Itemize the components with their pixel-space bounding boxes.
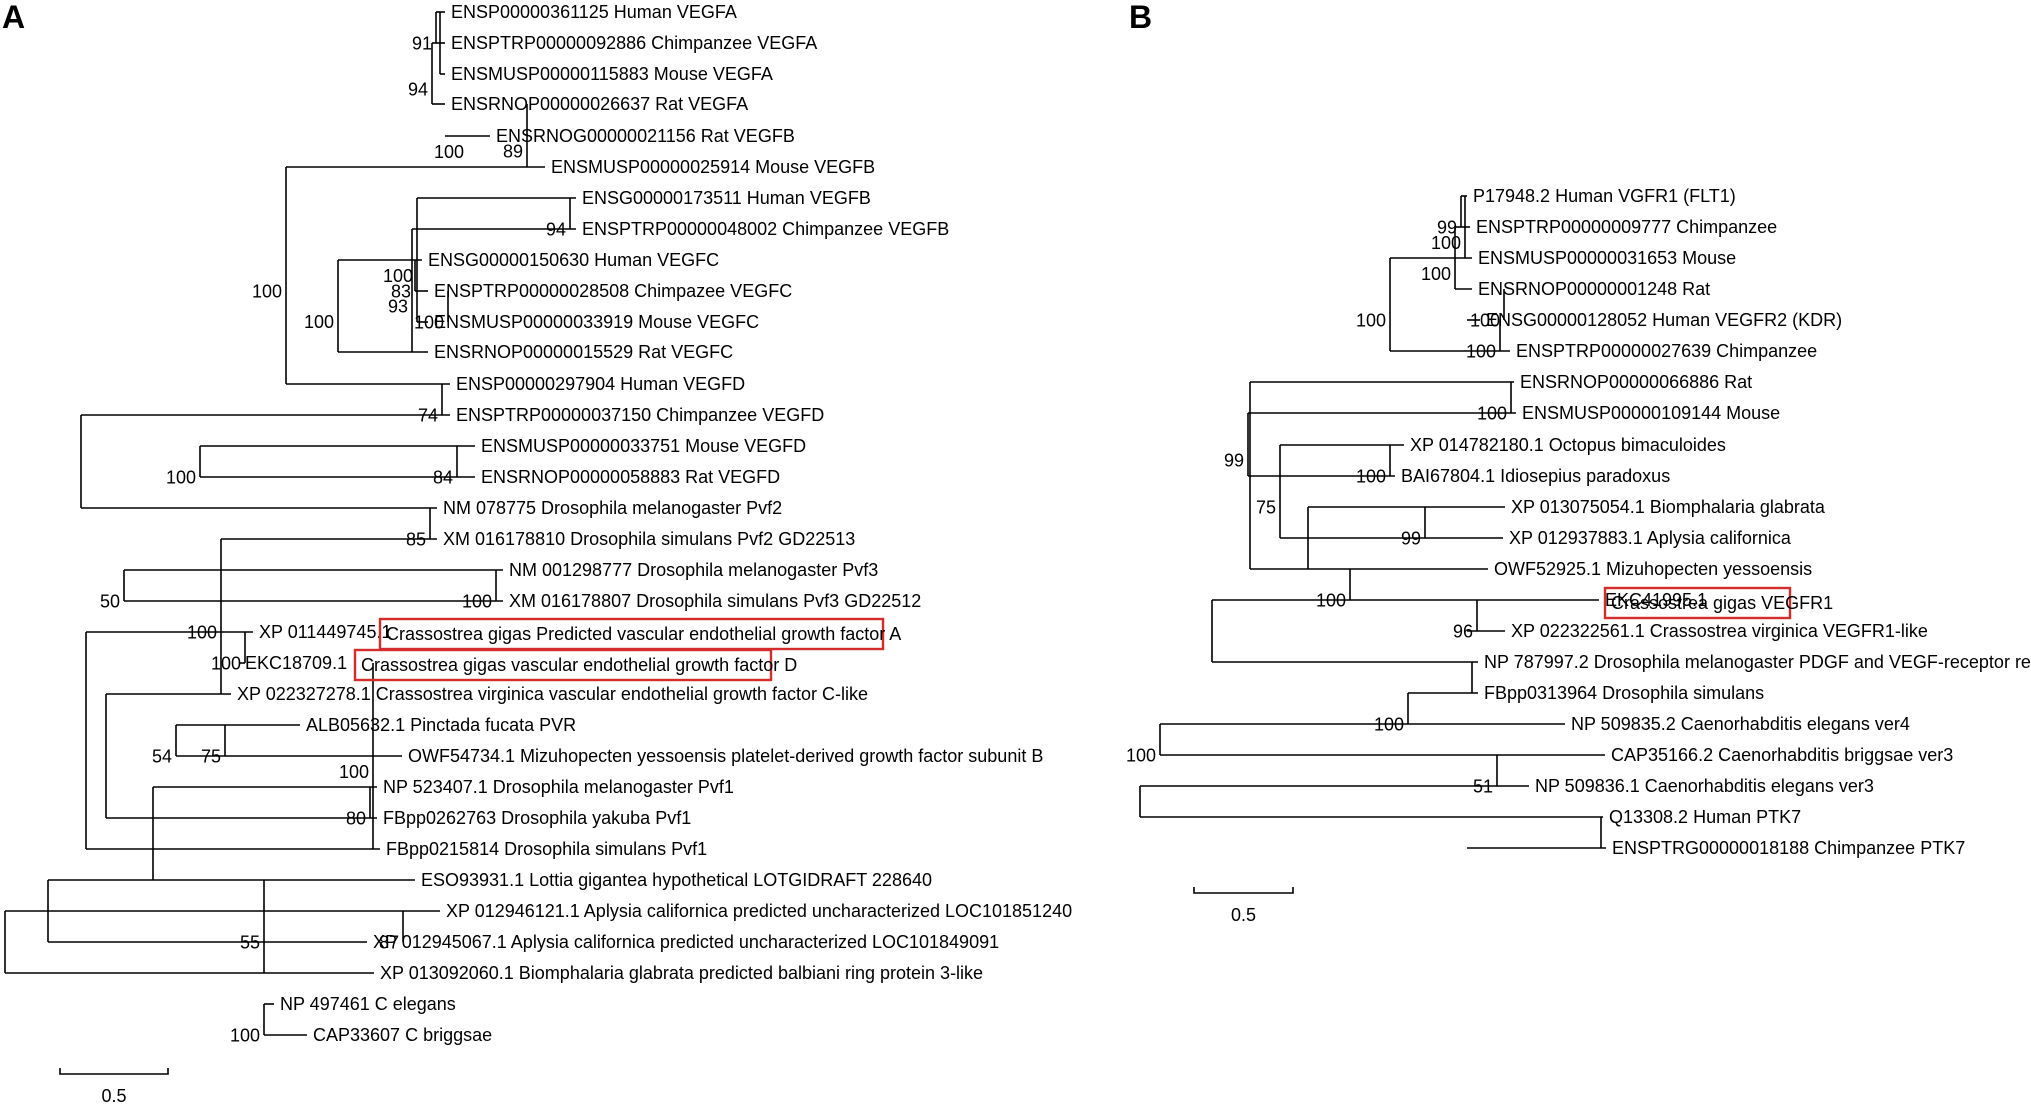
leaf-label: ENSPTRP00000037150 Chimpanzee VEGFD	[456, 405, 824, 425]
bootstrap-value: 50	[100, 592, 120, 612]
leaf-label: ENSG00000150630 Human VEGFC	[428, 250, 719, 270]
panel-label-a: A	[2, 0, 25, 35]
leaf-label: ENSPTRP00000048002 Chimpanzee VEGFB	[582, 219, 949, 239]
leaf-label: XP 014782180.1 Octopus bimaculoides	[1410, 435, 1726, 455]
highlighted-label: Crassostrea gigas vascular endothelial g…	[361, 655, 797, 675]
scale-bar	[59, 1068, 169, 1075]
leaf-label: NP 509836.1 Caenorhabditis elegans ver3	[1535, 776, 1874, 796]
bootstrap-value: 100	[1126, 746, 1156, 766]
leaf-label: ENSG00000173511 Human VEGFB	[582, 188, 871, 208]
leaf-label: FBpp0215814 Drosophila simulans Pvf1	[386, 839, 707, 859]
leaf-label: XP 013092060.1 Biomphalaria glabrata pre…	[380, 963, 983, 983]
panel-label-b: B	[1129, 0, 1152, 35]
leaf-label: OWF52925.1 Mizuhopecten yessoensis	[1494, 559, 1812, 579]
leaf-label: ENSMUSP00000033919 Mouse VEGFC	[434, 312, 759, 332]
leaf-label: ESO93931.1 Lottia gigantea hypothetical …	[421, 870, 932, 890]
bootstrap-value: 100	[434, 142, 464, 162]
leaf-label: EKC41995.1	[1605, 590, 1707, 610]
leaf-label: XP 022322561.1 Crassostrea virginica VEG…	[1511, 621, 1928, 641]
bootstrap-value: 96	[1453, 622, 1473, 642]
bootstrap-value: 87	[379, 933, 399, 953]
leaf-label: Q13308.2 Human PTK7	[1609, 807, 1801, 827]
highlight-box	[353, 648, 773, 682]
bootstrap-value: 100	[211, 654, 241, 674]
leaf-label: ENSMUSP00000115883 Mouse VEGFA	[451, 64, 773, 84]
leaf-label: OWF54734.1 Mizuhopecten yessoensis plate…	[408, 746, 1043, 766]
leaf-label: EKC18709.1	[245, 653, 347, 673]
leaf-label: ENSRNOP00000001248 Rat	[1478, 279, 1710, 299]
bootstrap-value: 83	[391, 282, 411, 302]
leaf-label: ENSRNOP00000058883 Rat VEGFD	[481, 467, 780, 487]
bootstrap-value: 94	[408, 80, 428, 100]
leaf-label: ENSRNOP00000026637 Rat VEGFA	[451, 94, 748, 114]
bootstrap-value: 75	[1256, 498, 1276, 518]
leaf-label: ENSRNOG00000021156 Rat VEGFB	[496, 126, 795, 146]
bootstrap-value: 100	[304, 312, 334, 332]
leaf-label: ENSMUSP00000031653 Mouse	[1478, 248, 1736, 268]
leaf-label: ENSPTRP00000009777 Chimpanzee	[1476, 217, 1777, 237]
leaf-label: XP 012945067.1 Aplysia californica predi…	[373, 932, 999, 952]
leaf-label: XP 011449745.1	[259, 622, 391, 642]
bootstrap-value: 91	[412, 34, 432, 54]
leaf-label: NP 787997.2 Drosophila melanogaster PDGF…	[1484, 652, 2031, 672]
leaf-label: BAI67804.1 Idiosepius paradoxus	[1401, 466, 1670, 486]
scale-bar-label: 0.5	[1231, 905, 1256, 925]
bootstrap-value: 100	[230, 1026, 260, 1046]
leaf-label: XP 012946121.1 Aplysia californica predi…	[446, 901, 1072, 921]
bootstrap-value: 100	[383, 266, 413, 286]
highlighted-label: Crassostrea gigas VEGFR1	[1611, 593, 1833, 613]
leaf-label: FBpp0313964 Drosophila simulans	[1484, 683, 1764, 703]
bootstrap-value: 99	[1437, 218, 1457, 238]
bootstrap-value: 100	[252, 282, 282, 302]
bootstrap-value: 89	[503, 142, 523, 162]
bootstrap-value: 100	[1470, 311, 1500, 331]
leaf-label: XP 013075054.1 Biomphalaria glabrata	[1511, 497, 1826, 517]
leaf-label: ENSMUSP00000033751 Mouse VEGFD	[481, 436, 806, 456]
leaf-label: FBpp0262763 Drosophila yakuba Pvf1	[383, 808, 691, 828]
bootstrap-value: 99	[1224, 451, 1244, 471]
leaf-label: ENSPTRG00000018188 Chimpanzee PTK7	[1612, 838, 1965, 858]
bootstrap-value: 93	[388, 297, 408, 317]
leaf-label: NM 078775 Drosophila melanogaster Pvf2	[443, 498, 782, 518]
scale-bar-label: 0.5	[101, 1086, 126, 1106]
scale-bar	[1193, 887, 1294, 894]
leaf-label: NP 509835.2 Caenorhabditis elegans ver4	[1571, 714, 1910, 734]
leaf-label: ENSPTRP00000028508 Chimpazee VEGFC	[434, 281, 792, 301]
leaf-label: XP 022327278.1 Crassostrea virginica vas…	[237, 684, 868, 704]
leaf-label: ENSRNOP00000015529 Rat VEGFC	[434, 342, 733, 362]
leaf-label: ENSMUSP00000025914 Mouse VEGFB	[551, 157, 875, 177]
bootstrap-value: 100	[414, 313, 444, 333]
bootstrap-value: 100	[1431, 233, 1461, 253]
leaf-label: ALB05632.1 Pinctada fucata PVR	[306, 715, 576, 735]
leaf-label: ENSPTRP00000027639 Chimpanzee	[1516, 341, 1817, 361]
leaf-label: XM 016178807 Drosophila simulans Pvf3 GD…	[509, 591, 921, 611]
leaf-label: XP 012937883.1 Aplysia californica	[1509, 528, 1792, 548]
highlight-box	[1603, 586, 1792, 620]
leaf-label: NM 001298777 Drosophila melanogaster Pvf…	[509, 560, 878, 580]
leaf-label: ENSP00000297904 Human VEGFD	[456, 374, 745, 394]
leaf-label: P17948.2 Human VGFR1 (FLT1)	[1473, 186, 1736, 206]
leaf-label: ENSMUSP00000109144 Mouse	[1522, 403, 1780, 423]
bootstrap-value: 54	[152, 747, 172, 767]
leaf-label: XM 016178810 Drosophila simulans Pvf2 GD…	[443, 529, 855, 549]
bootstrap-value: 100	[166, 468, 196, 488]
highlighted-label: Crassostrea gigas Predicted vascular end…	[386, 624, 901, 644]
leaf-label: CAP33607 C briggsae	[313, 1025, 492, 1045]
leaf-label: ENSRNOP00000066886 Rat	[1520, 372, 1752, 392]
leaf-label: ENSP00000361125 Human VEGFA	[451, 2, 737, 22]
tree-b: P17948.2 Human VGFR1 (FLT1) ENSPTRP000000…	[1126, 186, 2031, 925]
leaf-label: NP 523407.1 Drosophila melanogaster Pvf1	[383, 777, 734, 797]
bootstrap-value: 100	[339, 762, 369, 782]
leaf-label: NP 497461 C elegans	[280, 994, 456, 1014]
bootstrap-value: 100	[1356, 311, 1386, 331]
leaf-label: CAP35166.2 Caenorhabditis briggsae ver3	[1611, 745, 1953, 765]
tree-a: ENSP00000361125 Human VEGFA ENSPTRP000000…	[4, 2, 1072, 1106]
leaf-label: ENSG00000128052 Human VEGFR2 (KDR)	[1486, 310, 1842, 330]
bootstrap-value: 100	[1421, 264, 1451, 284]
leaf-label: ENSPTRP00000092886 Chimpanzee VEGFA	[451, 33, 817, 53]
